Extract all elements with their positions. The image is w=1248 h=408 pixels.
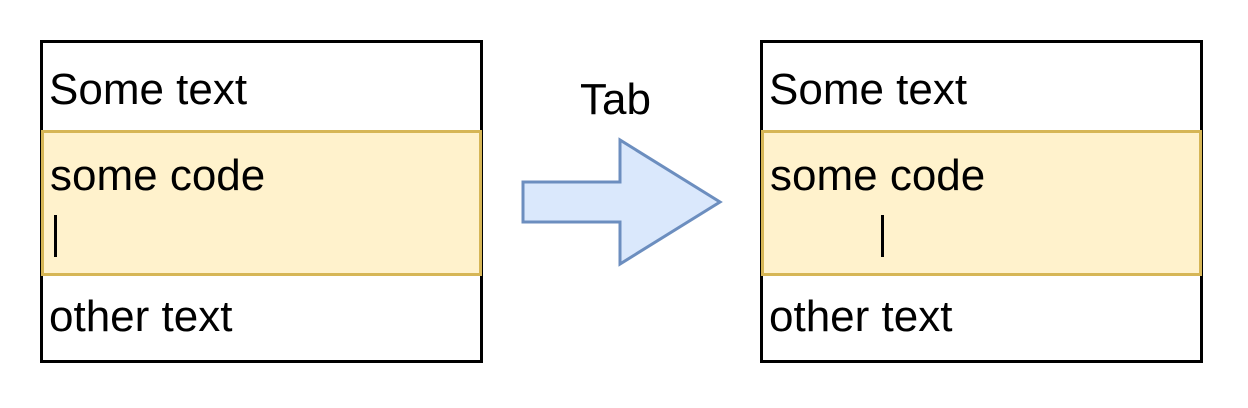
before-bottom-text: other text [49, 292, 233, 341]
before-code-text: some code [50, 151, 266, 200]
before-top-text: Some text [49, 65, 248, 114]
after-top-text: Some text [769, 65, 968, 114]
before-text-cursor [54, 215, 57, 257]
after-panel: Some text some code other text [760, 40, 1203, 363]
after-code-block: some code [761, 130, 1202, 276]
tab-key-label: Tab [580, 75, 651, 124]
right-arrow-icon [521, 137, 723, 267]
arrow-shape [521, 137, 723, 267]
after-text-cursor [881, 215, 884, 257]
before-code-block: some code [41, 130, 482, 276]
after-code-text: some code [770, 151, 986, 200]
before-panel: Some text some code other text [40, 40, 483, 363]
after-bottom-text: other text [769, 292, 953, 341]
